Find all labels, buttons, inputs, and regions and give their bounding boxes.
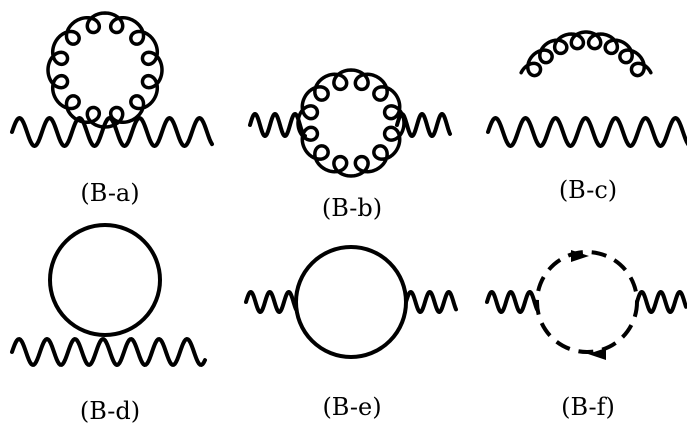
diagram-caption: (B-f) [561, 393, 615, 421]
gluon-loop [296, 68, 406, 178]
external-photon-right [395, 112, 452, 138]
scalar-loop [294, 245, 408, 359]
external-photon-right [404, 290, 458, 314]
gluon-arc [519, 30, 653, 78]
diagram-b-e: (B-e) [244, 245, 458, 421]
diagram-caption: (B-d) [80, 397, 140, 425]
photon-line [10, 337, 207, 367]
external-photon-left [485, 290, 539, 314]
diagram-b-d: (B-d) [10, 223, 207, 425]
external-photon-right [635, 290, 687, 314]
ghost-loop [535, 250, 639, 354]
arrow-right-icon [571, 250, 589, 262]
diagram-caption: (B-a) [80, 179, 139, 207]
external-photon-left [244, 290, 298, 314]
diagram-caption: (B-b) [322, 194, 382, 222]
diagram-caption: (B-e) [322, 393, 381, 421]
photon-line [10, 116, 214, 148]
diagram-b-a: (B-a) [10, 11, 214, 207]
photon-line [486, 116, 687, 148]
diagram-b-c: (B-c) [486, 30, 687, 204]
diagram-b-b: (B-b) [248, 68, 452, 222]
external-photon-left [248, 112, 307, 138]
diagram-b-f: (B-f) [485, 250, 687, 421]
gluon-loop [46, 11, 164, 129]
scalar-loop [48, 223, 162, 337]
arrow-left-icon [588, 348, 606, 360]
diagram-caption: (B-c) [559, 176, 617, 204]
